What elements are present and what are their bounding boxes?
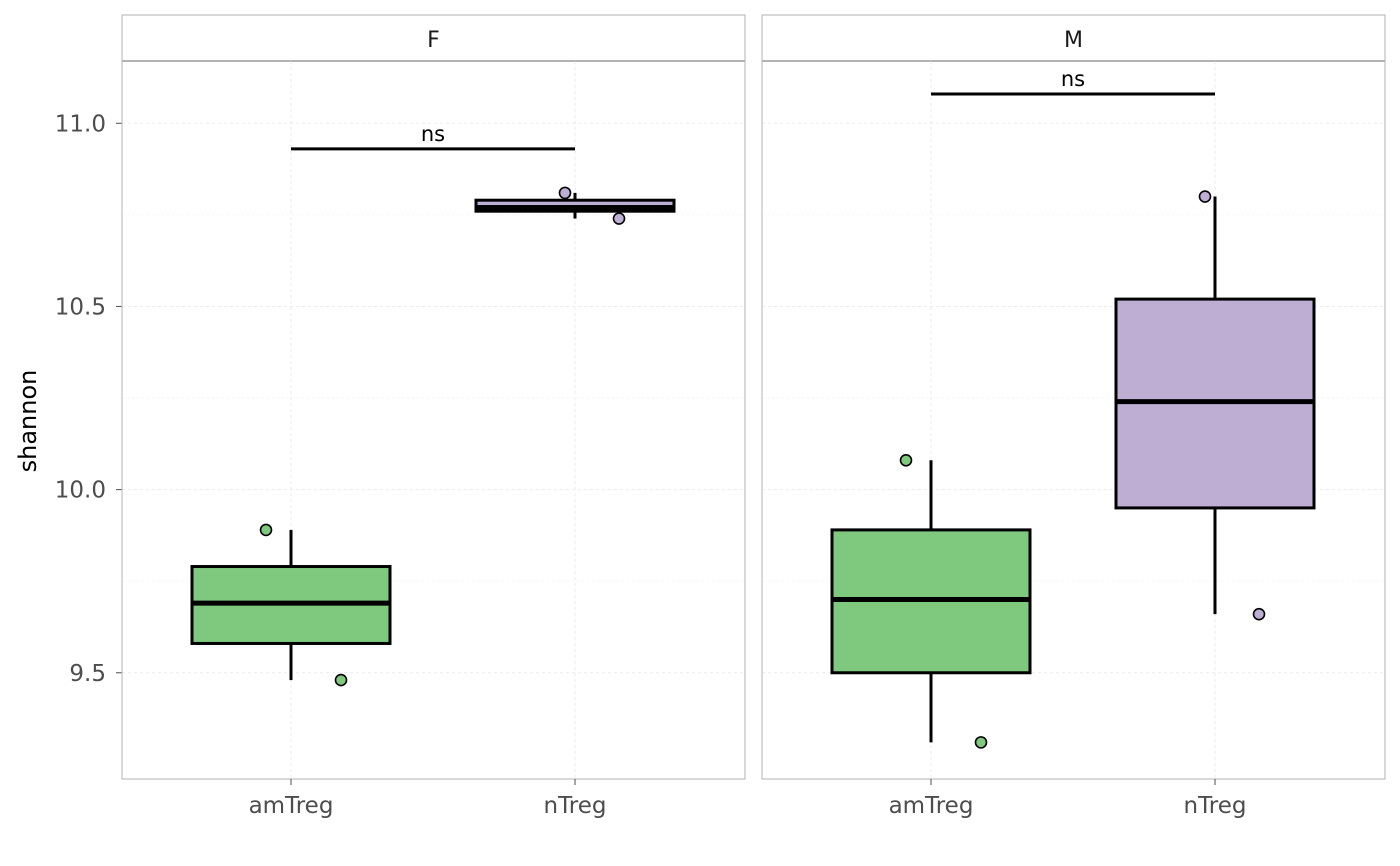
panel-border	[761, 60, 1386, 780]
y-axis-label: shannon	[14, 370, 42, 473]
significance-label: ns	[421, 122, 445, 146]
data-point	[612, 212, 626, 225]
y-tick-label: 9.5	[69, 661, 106, 687]
x-tick-label: amTreg	[249, 793, 334, 819]
data-point	[558, 186, 572, 200]
data-point	[259, 523, 273, 537]
box-nTreg	[1114, 190, 1316, 621]
box-amTreg	[830, 453, 1032, 749]
y-tick-label: 11.0	[55, 111, 106, 137]
x-tick-label: nTreg	[1184, 793, 1247, 819]
significance-label: ns	[1061, 67, 1085, 91]
data-point	[334, 673, 348, 687]
facet-strip	[761, 14, 1386, 62]
y-tick-label: 10.5	[55, 294, 106, 320]
data-point	[974, 736, 988, 749]
data-point	[899, 453, 913, 467]
facet-strip-label: M	[1064, 28, 1083, 53]
y-tick-label: 10.0	[55, 478, 106, 504]
data-point	[1252, 607, 1266, 621]
box-nTreg	[474, 186, 676, 225]
panel-border	[121, 60, 746, 780]
data-point	[1198, 190, 1212, 203]
x-tick-label: amTreg	[889, 793, 974, 819]
x-tick-label: nTreg	[544, 793, 607, 819]
facet-strip	[121, 14, 746, 62]
box-amTreg	[190, 523, 392, 687]
facet-strip-label: F	[427, 28, 440, 53]
